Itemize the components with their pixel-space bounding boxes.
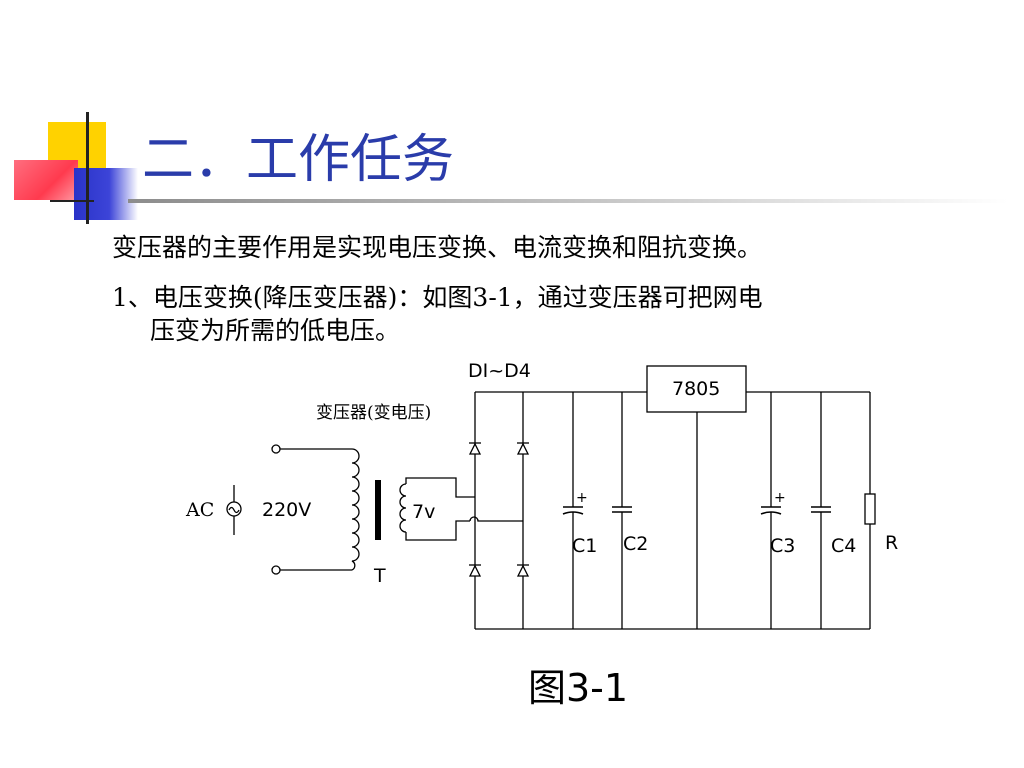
- diode-d4: [516, 564, 530, 577]
- capacitor-c2: [612, 506, 632, 513]
- transformer-id-label: T: [373, 565, 386, 587]
- figure-caption: 图3-1: [528, 666, 629, 710]
- capacitor-c1: [562, 506, 584, 515]
- transformer-label: 变压器(变电压): [316, 403, 431, 423]
- intro-text: 变压器的主要作用是实现电压变换、电流变换和阻抗变换。: [112, 233, 763, 262]
- output-voltage-label: 7v: [412, 501, 435, 523]
- c1-label: C1: [572, 535, 597, 557]
- primary-coil: [351, 448, 360, 571]
- c2-label: C2: [623, 533, 648, 555]
- wire-crossover: [469, 516, 523, 522]
- bridge-rectifier: [474, 392, 524, 629]
- input-voltage-label: 220V: [262, 499, 311, 521]
- resistor-label: R: [885, 532, 898, 554]
- capacitor-c4: [811, 506, 831, 513]
- decor-horizontal-line: [50, 200, 94, 202]
- slide-title: 二．工作任务: [142, 130, 455, 190]
- ac-source-symbol: [226, 485, 242, 535]
- c4-label: C4: [831, 535, 856, 557]
- diode-d1: [468, 442, 482, 455]
- decor-red-square: [14, 160, 78, 200]
- c1-plus-sign: +: [576, 490, 588, 506]
- ac-label: AC: [185, 499, 214, 521]
- resistor-r: [864, 493, 876, 525]
- c3-label: C3: [770, 535, 795, 557]
- title-underline: [128, 199, 1008, 203]
- regulator-label: 7805: [672, 378, 720, 400]
- primary-terminals: [271, 444, 352, 575]
- c3-plus-sign: +: [774, 490, 786, 506]
- item1-text: 1、电压变换(降压变压器)：如图3-1，通过变压器可把网电: [112, 283, 763, 312]
- diodes-label: DI~D4: [468, 360, 531, 382]
- secondary-lead-bottom: [405, 520, 470, 541]
- secondary-coil: [399, 483, 407, 533]
- capacitor-c3: [760, 506, 782, 515]
- item1-text-continued: 压变为所需的低电压。: [150, 316, 401, 345]
- diode-d2: [516, 442, 530, 455]
- decor-blue-square: [74, 168, 138, 220]
- secondary-lead-top: [405, 477, 475, 498]
- diode-d3: [468, 564, 482, 577]
- transformer-core: [375, 480, 381, 540]
- decor-vertical-line: [86, 112, 89, 224]
